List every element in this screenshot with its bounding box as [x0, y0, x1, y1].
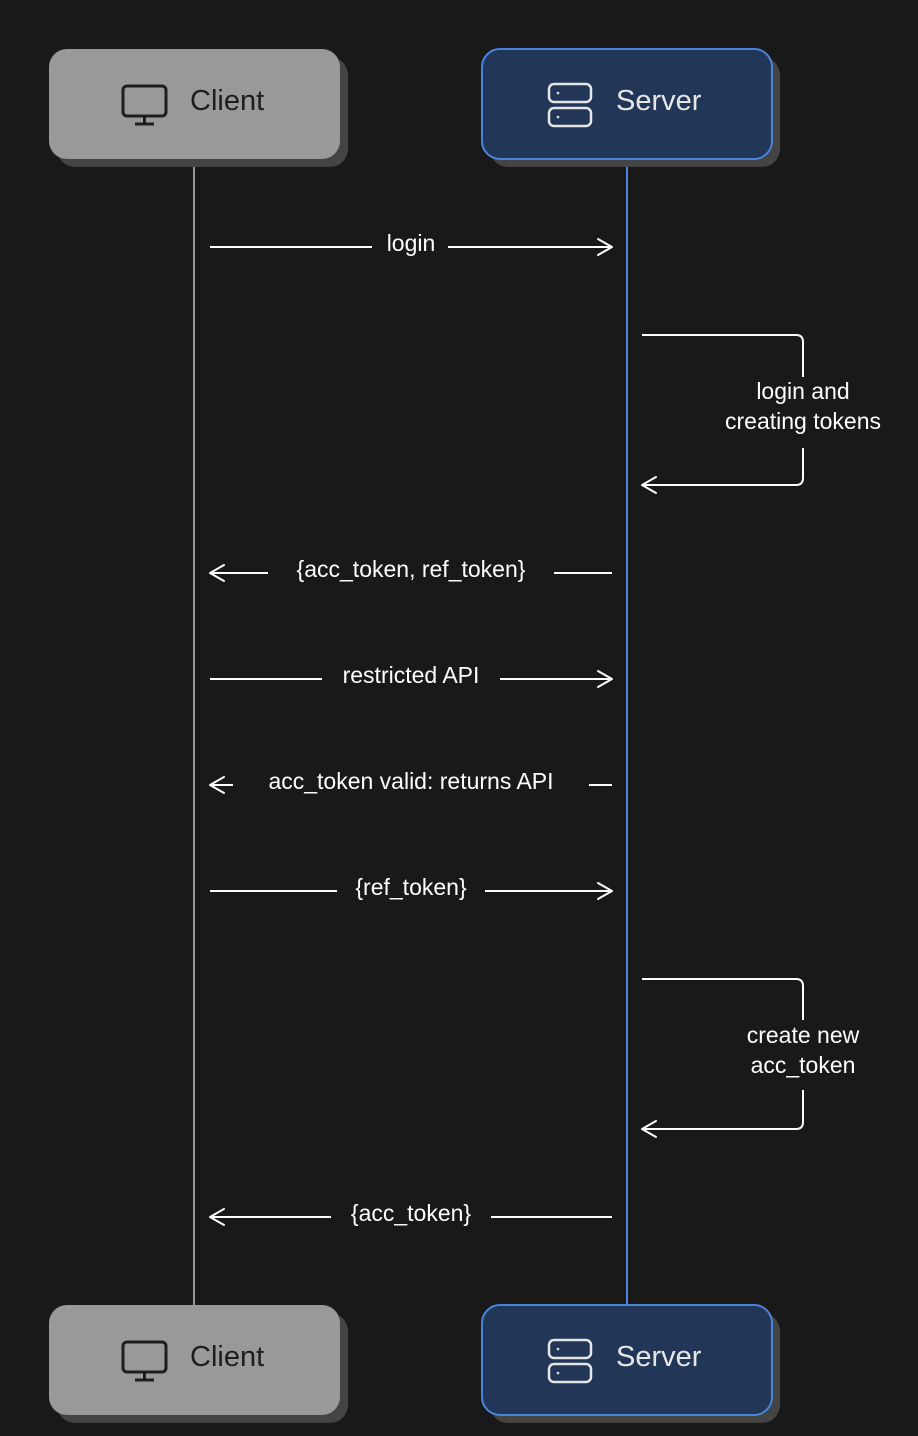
- message-label: {acc_token}: [351, 1200, 472, 1226]
- message-tokens-response[interactable]: {acc_token, ref_token}: [209, 556, 612, 582]
- message-ref-token-request[interactable]: {ref_token}: [210, 874, 613, 900]
- message-restricted-api[interactable]: restricted API: [210, 662, 613, 688]
- message-create-new-acc-token[interactable]: create new acc_token: [641, 978, 860, 1138]
- arrow-line: [642, 334, 804, 377]
- client-actor-bottom[interactable]: Client: [49, 1305, 348, 1423]
- message-api-response[interactable]: acc_token valid: returns API: [209, 768, 612, 794]
- message-label-line-2: acc_token: [751, 1052, 856, 1078]
- server-icon: [547, 1338, 593, 1384]
- message-label: {ref_token}: [355, 874, 467, 900]
- arrowhead-right-icon: [597, 238, 613, 256]
- message-label: restricted API: [343, 662, 480, 688]
- message-label: {acc_token, ref_token}: [297, 556, 526, 582]
- message-label: acc_token valid: returns API: [268, 768, 553, 794]
- arrowhead-right-icon: [597, 670, 613, 688]
- arrow-line: [642, 448, 804, 486]
- client-box: [49, 49, 340, 159]
- server-actor-top[interactable]: Server: [481, 48, 780, 167]
- server-icon: [547, 82, 593, 128]
- client-label: Client: [190, 1341, 264, 1373]
- server-box: [481, 48, 773, 160]
- message-login[interactable]: login: [210, 230, 613, 256]
- server-label: Server: [616, 85, 702, 117]
- server-actor-bottom[interactable]: Server: [481, 1304, 780, 1423]
- client-box: [49, 1305, 340, 1415]
- message-label: login: [387, 230, 436, 256]
- monitor-icon: [121, 1340, 168, 1382]
- message-label-line-2: creating tokens: [725, 408, 881, 434]
- client-label: Client: [190, 85, 264, 117]
- message-label-line-1: create new: [747, 1022, 860, 1048]
- arrowhead-right-icon: [597, 882, 613, 900]
- arrow-line: [642, 978, 804, 1020]
- client-actor-top[interactable]: Client: [49, 49, 348, 167]
- message-label-line-1: login and: [756, 378, 849, 404]
- arrow-line: [642, 1090, 804, 1130]
- message-login-and-creating-tokens[interactable]: login and creating tokens: [641, 334, 881, 494]
- arrowhead-left-icon: [641, 476, 657, 494]
- arrowhead-left-icon: [209, 1208, 225, 1226]
- arrowhead-left-icon: [209, 776, 225, 794]
- monitor-icon: [121, 84, 168, 126]
- arrowhead-left-icon: [209, 564, 225, 582]
- message-acc-token-response[interactable]: {acc_token}: [209, 1200, 612, 1226]
- server-label: Server: [616, 1341, 702, 1373]
- server-box: [481, 1304, 773, 1416]
- arrowhead-left-icon: [641, 1120, 657, 1138]
